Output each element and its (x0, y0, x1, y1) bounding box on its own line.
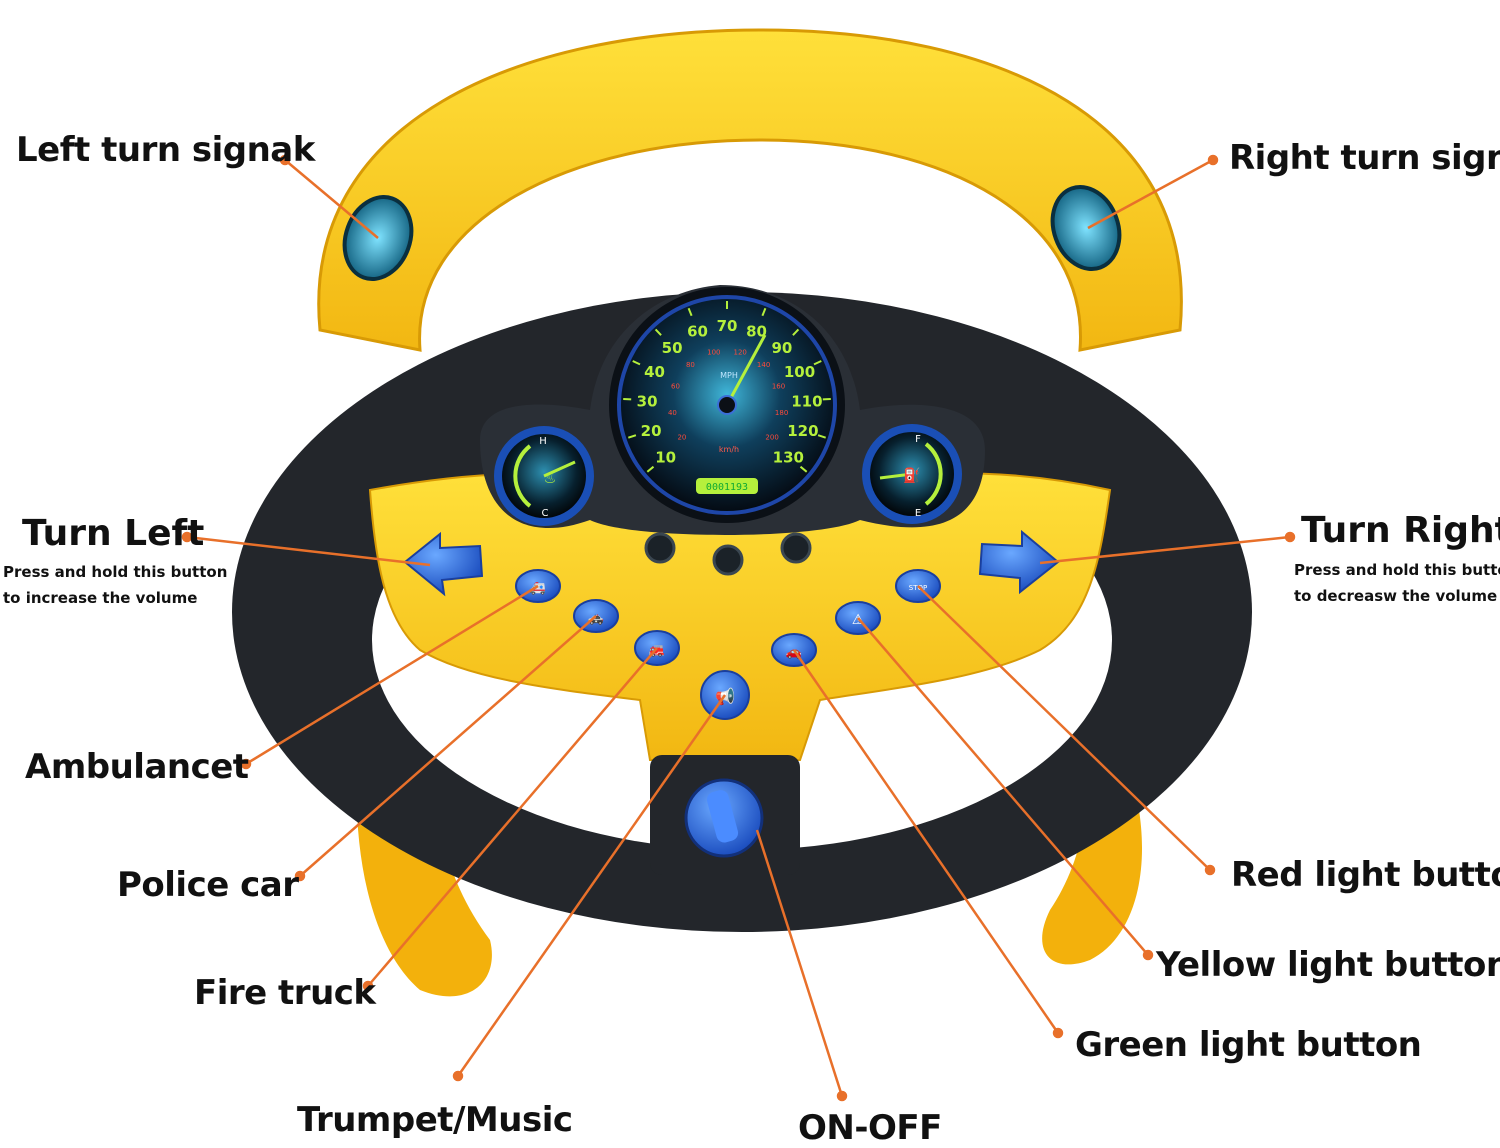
fuel-empty-label: E (915, 508, 921, 519)
kmh-tick-label: 120 (734, 349, 747, 357)
label-trumpet-music: Trumpet/Music (297, 1100, 573, 1140)
label-turn-left: Turn Left (22, 513, 204, 554)
label-left-turn-signal: Left turn signak (16, 130, 315, 170)
mph-tick-label: 100 (784, 363, 815, 381)
mph-tick-label: 30 (637, 392, 658, 410)
mph-tick-label: 40 (644, 363, 665, 381)
kmh-tick-label: 140 (757, 361, 770, 369)
fuel-full-label: F (915, 434, 921, 445)
fuel-gauge: F E ⛽ (862, 424, 962, 524)
label-turn-right-note-1: Press and hold this button (1294, 557, 1500, 584)
temperature-gauge: H C ♨ (494, 426, 594, 526)
label-right-turn-signal: Right turn signa (1229, 138, 1500, 178)
label-turn-right-note-2: to decreasw the volume (1294, 583, 1497, 610)
green-light (646, 534, 674, 562)
kmh-tick-label: 180 (775, 409, 788, 417)
label-turn-left-note-2: to increase the volume (3, 585, 197, 612)
kmh-tick-label: 100 (707, 349, 720, 357)
label-police-car: Police car (117, 865, 299, 905)
label-ambulance: Ambulancet (25, 747, 249, 787)
kmh-tick-label: 200 (765, 434, 778, 442)
mph-tick-label: 110 (791, 392, 822, 410)
mph-tick-label: 10 (655, 448, 676, 466)
speed-unit-kmh: km/h (719, 445, 739, 454)
mph-tick-label: 70 (717, 317, 738, 335)
mph-tick-label: 90 (771, 339, 792, 357)
mph-tick-label: 60 (687, 323, 708, 341)
mph-tick-label: 120 (787, 422, 818, 440)
kmh-tick-label: 40 (668, 409, 677, 417)
kmh-tick-label: 80 (686, 361, 695, 369)
red-light (782, 534, 810, 562)
kmh-tick-label: 160 (772, 383, 785, 391)
label-turn-left-note-1: Press and hold this button (3, 559, 227, 586)
mph-tick-label: 130 (773, 448, 804, 466)
temp-low-label: C (542, 508, 549, 519)
odometer: 0001193 (706, 482, 748, 493)
yellow-light (714, 546, 742, 574)
warning-icon: ⚠ (852, 612, 865, 628)
kmh-tick-label: 60 (671, 383, 680, 391)
mph-tick-label: 20 (641, 422, 662, 440)
speed-unit-mph: MPH (720, 371, 738, 380)
police-car-icon: 🚓 (588, 611, 604, 626)
fuel-pump-icon: ⛽ (903, 467, 920, 484)
on-off-knob[interactable] (686, 780, 762, 856)
label-fire-truck: Fire truck (194, 973, 376, 1013)
label-on-off: ON-OFF (798, 1108, 942, 1148)
mph-tick-label: 50 (662, 339, 683, 357)
label-green-light-button: Green light button (1075, 1025, 1421, 1065)
kmh-tick-label: 20 (677, 434, 686, 442)
temperature-icon: ♨ (544, 471, 557, 487)
temp-high-label: H (539, 436, 547, 447)
label-yellow-light-button: Yellow light button (1156, 945, 1500, 985)
label-turn-right: Turn Right (1301, 510, 1500, 551)
label-red-light-button: Red light button (1231, 855, 1500, 895)
